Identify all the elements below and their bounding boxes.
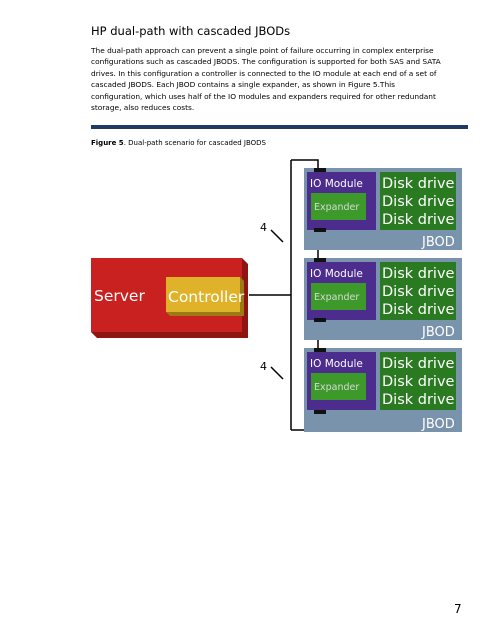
controller-label: Controller bbox=[168, 288, 245, 306]
expander-label: Expander bbox=[314, 292, 359, 303]
disk-drive-label: Disk drive bbox=[382, 356, 455, 372]
disk-drive-label: Disk drive bbox=[382, 266, 455, 282]
jbod-enclosure: IO Module Expander Disk drive Disk drive… bbox=[304, 168, 462, 250]
connector-ports bbox=[314, 168, 326, 414]
body-paragraph: The dual-path approach can prevent a sin… bbox=[91, 46, 441, 113]
figure-caption-label: Figure 5 bbox=[91, 139, 124, 147]
controller-box: Controller bbox=[166, 277, 245, 316]
page-number: 7 bbox=[454, 602, 462, 616]
jbod-label: JBOD bbox=[421, 417, 455, 432]
expander-label: Expander bbox=[314, 202, 359, 213]
link-width-top: 4 bbox=[260, 221, 267, 234]
section-heading: HP dual-path with cascaded JBODs bbox=[91, 24, 291, 38]
expander-box bbox=[311, 373, 366, 400]
io-module-label: IO Module bbox=[310, 178, 363, 190]
expander-box bbox=[311, 283, 366, 310]
link-width-bottom: 4 bbox=[260, 360, 267, 373]
disk-drive-label: Disk drive bbox=[382, 194, 455, 210]
disk-drive-label: Disk drive bbox=[382, 284, 455, 300]
disk-stack bbox=[380, 352, 456, 410]
figure-caption-text: . Dual-path scenario for cascaded JBODS bbox=[123, 139, 267, 147]
expander-box bbox=[311, 193, 366, 220]
jbod-enclosure: IO Module Expander Disk drive Disk drive… bbox=[304, 258, 462, 340]
disk-drive-label: Disk drive bbox=[382, 212, 455, 228]
disk-drive-label: Disk drive bbox=[382, 176, 455, 192]
io-module-label: IO Module bbox=[310, 268, 363, 280]
disk-drive-label: Disk drive bbox=[382, 374, 455, 390]
disk-drive-label: Disk drive bbox=[382, 392, 455, 408]
expander-label: Expander bbox=[314, 382, 359, 393]
section-divider bbox=[91, 125, 468, 129]
io-module-label: IO Module bbox=[310, 358, 363, 370]
jbod-enclosure: IO Module Expander Disk drive Disk drive… bbox=[304, 348, 462, 432]
disk-stack bbox=[380, 262, 456, 320]
figure-caption: Figure 5. Dual-path scenario for cascade… bbox=[91, 139, 266, 147]
disk-drive-label: Disk drive bbox=[382, 302, 455, 318]
jbod-label: JBOD bbox=[421, 325, 455, 340]
disk-stack bbox=[380, 172, 456, 230]
jbod-label: JBOD bbox=[421, 235, 455, 250]
server-label: Server bbox=[94, 287, 145, 305]
